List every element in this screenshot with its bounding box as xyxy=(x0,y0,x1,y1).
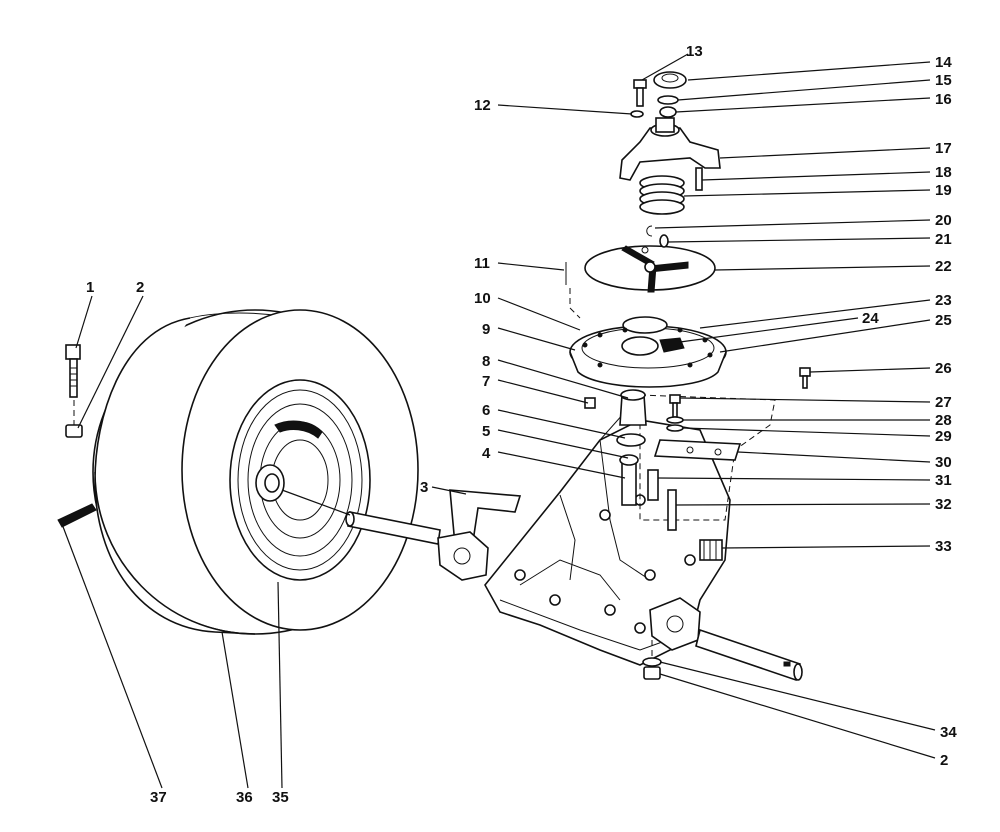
nut-16 xyxy=(659,106,677,118)
callout-21: 21 xyxy=(935,231,952,248)
cap-14 xyxy=(653,71,687,89)
callout-20: 20 xyxy=(935,212,952,229)
bolt-26 xyxy=(799,367,811,389)
callout-31: 31 xyxy=(935,472,952,489)
spring-19 xyxy=(639,175,685,215)
callout-26: 26 xyxy=(935,360,952,377)
callout-33: 33 xyxy=(935,538,952,555)
callout-35: 35 xyxy=(272,789,289,806)
callout-2: 2 xyxy=(136,279,144,296)
valve-stem xyxy=(57,503,97,528)
callout-1: 1 xyxy=(86,279,94,296)
leader-lines xyxy=(61,53,936,789)
bolt-13 xyxy=(633,79,647,107)
washer-15 xyxy=(657,95,679,105)
callout-4: 4 xyxy=(482,445,491,462)
callout-17: 17 xyxy=(935,140,952,157)
callout-13: 13 xyxy=(686,43,703,60)
cup-6 xyxy=(616,433,646,447)
callout-16: 16 xyxy=(935,91,952,108)
splined-shaft xyxy=(699,539,723,561)
bolt-27 xyxy=(669,394,681,418)
washer-12 xyxy=(630,110,644,118)
callout-10: 10 xyxy=(474,290,491,307)
callout-29: 29 xyxy=(935,428,952,445)
callout-6: 6 xyxy=(482,402,490,419)
input-shaft-4 xyxy=(619,454,639,506)
callout-23: 23 xyxy=(935,292,952,309)
callout-3: 3 xyxy=(420,479,428,496)
callout-34: 34 xyxy=(940,724,957,741)
yoke-17 xyxy=(619,117,721,181)
callout-11: 11 xyxy=(474,255,490,272)
callout-22: 22 xyxy=(935,258,952,275)
pin-21 xyxy=(659,234,669,248)
axle-cap-left xyxy=(437,531,489,581)
callout-9: 9 xyxy=(482,321,490,338)
washer-28 xyxy=(666,416,684,424)
callout-8: 8 xyxy=(482,353,490,370)
callout-32: 32 xyxy=(935,496,952,513)
callout-24: 24 xyxy=(862,310,879,327)
callout-27: 27 xyxy=(935,394,952,411)
stud-32 xyxy=(667,489,677,531)
bolt-1 xyxy=(65,344,81,398)
clip-20 xyxy=(646,225,653,237)
nut-2 xyxy=(65,424,83,438)
callout-12: 12 xyxy=(474,97,491,114)
callout-18: 18 xyxy=(935,164,952,181)
callout-2-bottom: 2 xyxy=(940,752,948,769)
callout-37: 37 xyxy=(150,789,167,806)
callout-28: 28 xyxy=(935,412,952,429)
callout-5: 5 xyxy=(482,423,490,440)
callout-25: 25 xyxy=(935,312,952,329)
wheel-hub xyxy=(255,464,285,502)
callout-30: 30 xyxy=(935,454,952,471)
stud-31 xyxy=(647,469,659,501)
bearing-8 xyxy=(619,389,647,426)
callout-7: 7 xyxy=(482,373,490,390)
nut-2-bottom xyxy=(643,666,661,680)
bracket-30 xyxy=(653,439,742,461)
key-7 xyxy=(584,397,596,409)
pulley-9 xyxy=(569,316,727,388)
callout-14: 14 xyxy=(935,54,952,71)
washer-34 xyxy=(642,657,662,667)
callout-19: 19 xyxy=(935,182,952,199)
callout-labels: 1 2 3 4 5 6 7 8 9 10 11 12 13 14 15 16 1… xyxy=(86,43,957,806)
pin-18 xyxy=(695,167,703,191)
axle-shaft-right xyxy=(695,628,803,682)
callout-36: 36 xyxy=(236,789,253,806)
clutch-plate-22 xyxy=(584,245,716,293)
wheel-rim xyxy=(229,379,371,581)
callout-15: 15 xyxy=(935,72,952,89)
washer-29 xyxy=(666,424,684,432)
